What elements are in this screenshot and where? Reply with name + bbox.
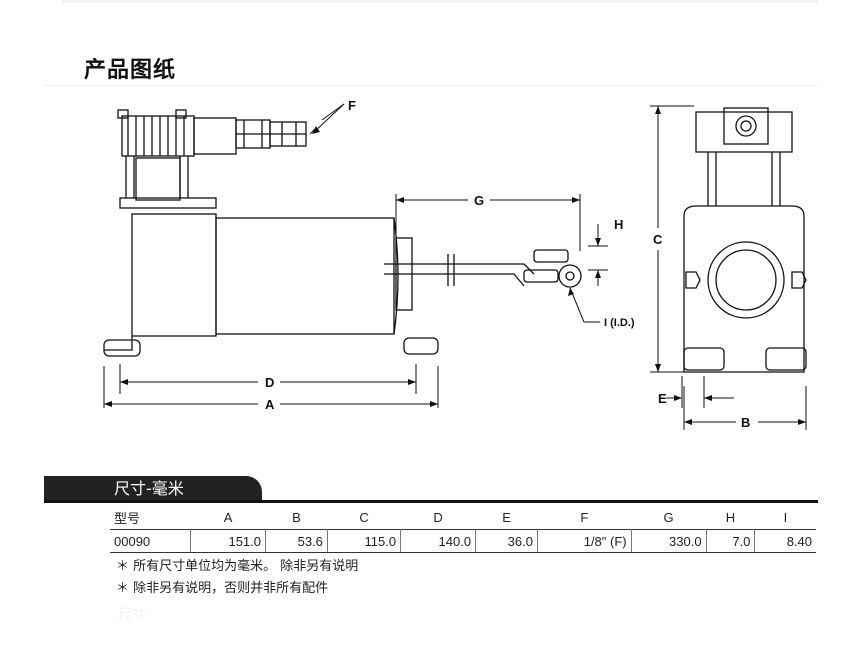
drawing-panel: D A G H F I (I.D.) C E B: [44, 85, 818, 599]
motor-end-cap: [131, 213, 217, 337]
dim-label-e: E: [658, 391, 667, 406]
col-b: B: [292, 510, 301, 525]
cell-b: 53.6: [265, 529, 328, 553]
col-i: I: [783, 510, 788, 525]
col-c: C: [359, 510, 369, 525]
note-units: ＊ 所有尺寸单位均为毫米。 除非另有说明: [116, 559, 359, 574]
col-f: F: [580, 510, 589, 525]
valve-block: [193, 117, 237, 155]
table-header-row: 型号 A B C D E F G H I: [110, 506, 816, 530]
mount-foot-left: [103, 339, 141, 357]
mount-foot-right: [403, 337, 439, 355]
cell-c: 115.0: [327, 529, 402, 553]
spec-header: 尺寸-毫米: [44, 476, 262, 501]
dim-label-f: F: [348, 98, 356, 113]
spec-table: 型号 A B C D E F G H I 00090 151.0 53.6 11…: [110, 506, 816, 553]
spec-divider: [44, 500, 818, 503]
col-e: E: [502, 510, 511, 525]
col-d: D: [433, 510, 443, 525]
cell-h: 7.0: [706, 529, 756, 553]
dim-label-g: G: [474, 193, 484, 208]
cylinder-head: [121, 115, 195, 157]
col-model: 型号: [114, 511, 141, 526]
cell-d: 140.0: [400, 529, 477, 553]
col-h: H: [725, 510, 736, 525]
dim-label-a: A: [265, 397, 275, 412]
cell-f: 1/8" (F): [537, 529, 632, 553]
wire-terminal: [533, 249, 569, 263]
dim-label-c: C: [653, 232, 663, 247]
top-divider: [62, 0, 818, 3]
page-title: 产品图纸: [84, 58, 177, 83]
dim-label-h: H: [614, 217, 623, 232]
cell-e: 36.0: [475, 529, 538, 553]
cell-g: 330.0: [631, 529, 707, 553]
dim-label-b: B: [741, 415, 750, 430]
front-head: [695, 111, 793, 153]
motor-body: [215, 217, 395, 335]
cell-model: 00090: [110, 529, 192, 553]
front-housing: [683, 205, 805, 373]
ring-terminal: [558, 264, 582, 288]
table-row: 00090 151.0 53.6 115.0 140.0 36.0 1/8" (…: [110, 529, 816, 553]
col-a: A: [223, 510, 233, 525]
note-accessories: ＊ 除非另有说明，否则并非所有配件: [116, 581, 329, 596]
cell-i: 8.40: [754, 529, 816, 553]
dim-label-d: D: [265, 375, 274, 390]
cell-a: 151.0: [190, 529, 267, 553]
dim-label-i: I (I.D.): [604, 317, 635, 329]
compressor-drawing: D A G H F I (I.D.) C E B: [103, 98, 807, 430]
faint-text: 尺寸: [118, 607, 146, 623]
col-g: G: [663, 510, 674, 525]
